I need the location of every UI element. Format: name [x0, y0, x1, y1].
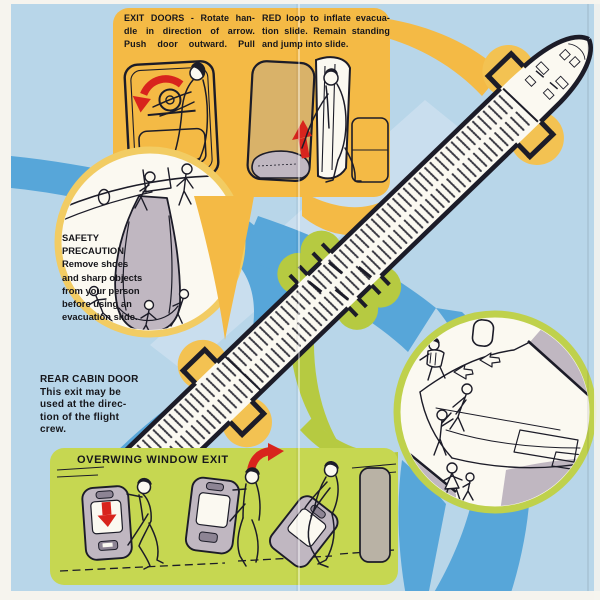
seat-rows [124, 92, 533, 490]
orange-swoosh-down [194, 196, 254, 340]
wing-direction-arrow-icons [453, 352, 501, 380]
exit-doors-instruction-text: EXIT DOORS - Rotate han-dle in direction… [124, 13, 255, 49]
slide-pack [251, 150, 311, 179]
hatch-stow-step-illustration [269, 461, 391, 568]
orange-swoosh-to-nose [380, 18, 502, 96]
blue-arrow-tail [398, 460, 446, 596]
wing-evacuation-illustration-circle [393, 310, 597, 514]
overwing-exit-panel [50, 443, 398, 585]
aircraft-seatmap-diagram [120, 34, 593, 494]
red-loop-instruction-text: RED loop to inflate evacua-tion slide. R… [262, 13, 390, 49]
fuselage-outline [120, 34, 593, 494]
overwing-window-opening [471, 319, 495, 347]
hatch-remove-step-illustration [184, 467, 261, 567]
cockpit-galley-glyphs [502, 43, 586, 123]
rotate-arrow-icon [132, 75, 184, 113]
overwing-exit-title: OVERWING WINDOW EXIT [77, 454, 229, 466]
evacuation-slide [114, 195, 181, 330]
porthole-icon [97, 188, 111, 206]
passenger-pulling-loop-figure [301, 68, 389, 183]
exit-row-marks [224, 261, 373, 391]
door-frame-markers [179, 50, 557, 439]
push-down-arrow-icon [97, 501, 117, 527]
pull-red-loop-illustration [246, 56, 389, 183]
hatch-pull-step-illustration [81, 477, 164, 570]
